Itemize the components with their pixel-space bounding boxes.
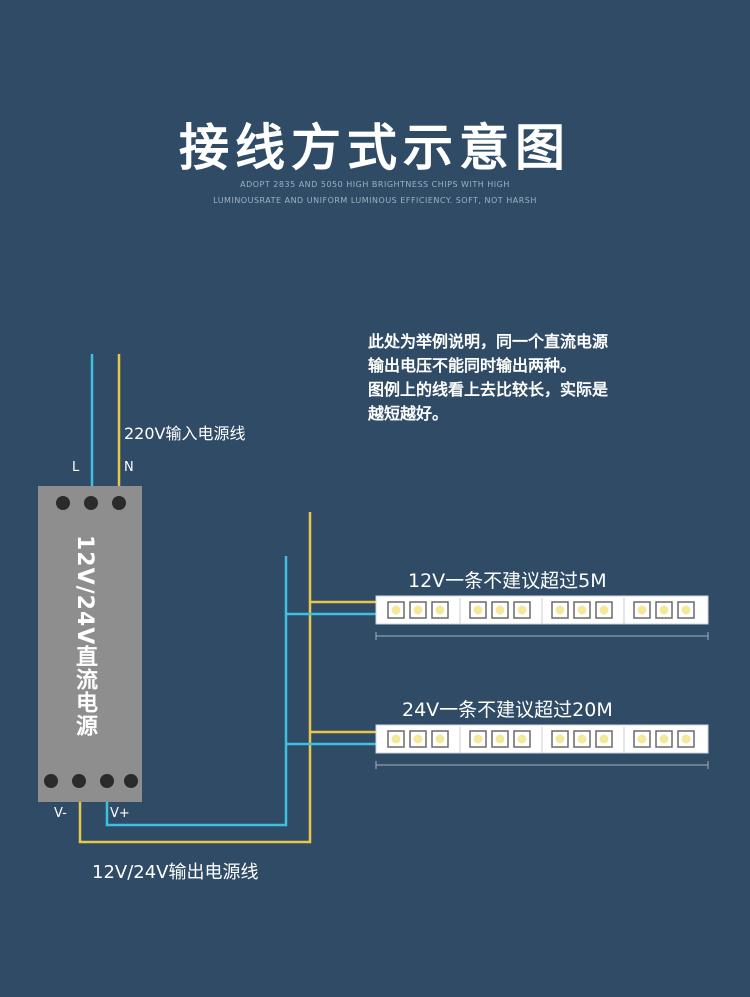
led-chip-light-1-3-2 <box>681 605 691 615</box>
terminal-top-3 <box>112 496 126 510</box>
led-chip-light-1-0-2 <box>435 605 445 615</box>
terminal-bottom-2 <box>72 774 86 788</box>
led-chip-light-1-1-0 <box>473 605 483 615</box>
led-chip-light-1-1-1 <box>495 605 505 615</box>
led-strip-12v <box>375 595 709 640</box>
led-chip-light-2-0-2 <box>435 734 445 744</box>
output-wire-positive <box>105 556 288 827</box>
led-chip-light-2-1-1 <box>495 734 505 744</box>
led-chip-light-2-2-1 <box>577 734 587 744</box>
terminal-top-1 <box>56 496 70 510</box>
led-chip-light-2-0-0 <box>391 734 401 744</box>
led-chip-light-1-1-2 <box>517 605 527 615</box>
subtitle-line-2: LUMINOUSRATE AND UNIFORM LUMINOUS EFFICI… <box>213 196 537 205</box>
led-strip-24v <box>375 724 709 769</box>
led-chip-light-2-1-0 <box>473 734 483 744</box>
power-supply <box>38 486 142 802</box>
power-supply-label: 12V/24V直流电源 <box>72 535 97 738</box>
strip-12v-label: 12V一条不建议超过5M <box>408 570 607 592</box>
led-chip-light-1-0-0 <box>391 605 401 615</box>
led-chip-light-1-2-2 <box>599 605 609 615</box>
terminal-bottom-4 <box>124 774 138 788</box>
strip-24v-label: 24V一条不建议超过20M <box>402 699 613 721</box>
output-power-label: 12V/24V输出电源线 <box>92 862 259 883</box>
terminal-label-v-minus: V- <box>54 806 67 821</box>
output-wire-negative <box>78 512 312 844</box>
led-chip-light-2-3-0 <box>637 734 647 744</box>
led-chip-light-2-2-2 <box>599 734 609 744</box>
note-text: 此处为举例说明，同一个直流电源 输出电压不能同时输出两种。 图例上的线看上去比较… <box>368 330 708 426</box>
led-chip-light-2-2-0 <box>555 734 565 744</box>
led-chip-light-1-3-1 <box>659 605 669 615</box>
terminal-label-l: L <box>72 460 80 475</box>
terminal-top-2 <box>84 496 98 510</box>
terminal-label-v-plus: V+ <box>110 806 130 821</box>
led-chip-light-2-1-2 <box>517 734 527 744</box>
subtitle-line-1: ADOPT 2835 AND 5050 HIGH BRIGHTNESS CHIP… <box>240 180 510 189</box>
led-chip-light-1-0-1 <box>413 605 423 615</box>
terminal-label-n: N <box>124 460 134 475</box>
led-chip-light-1-2-0 <box>555 605 565 615</box>
note-line-2: 输出电压不能同时输出两种。 <box>368 356 577 375</box>
led-chip-light-2-3-1 <box>659 734 669 744</box>
note-line-1: 此处为举例说明，同一个直流电源 <box>368 332 609 351</box>
led-chip-light-2-0-1 <box>413 734 423 744</box>
led-chip-light-1-2-1 <box>577 605 587 615</box>
led-chip-light-1-3-0 <box>637 605 647 615</box>
terminal-bottom-1 <box>44 774 58 788</box>
input-power-label: 220V输入电源线 <box>124 424 246 443</box>
terminal-bottom-3 <box>100 774 114 788</box>
page-title: 接线方式示意图 <box>179 119 571 177</box>
led-chip-light-2-3-2 <box>681 734 691 744</box>
note-line-4: 越短越好。 <box>368 404 449 423</box>
note-line-3: 图例上的线看上去比较长，实际是 <box>368 380 609 399</box>
